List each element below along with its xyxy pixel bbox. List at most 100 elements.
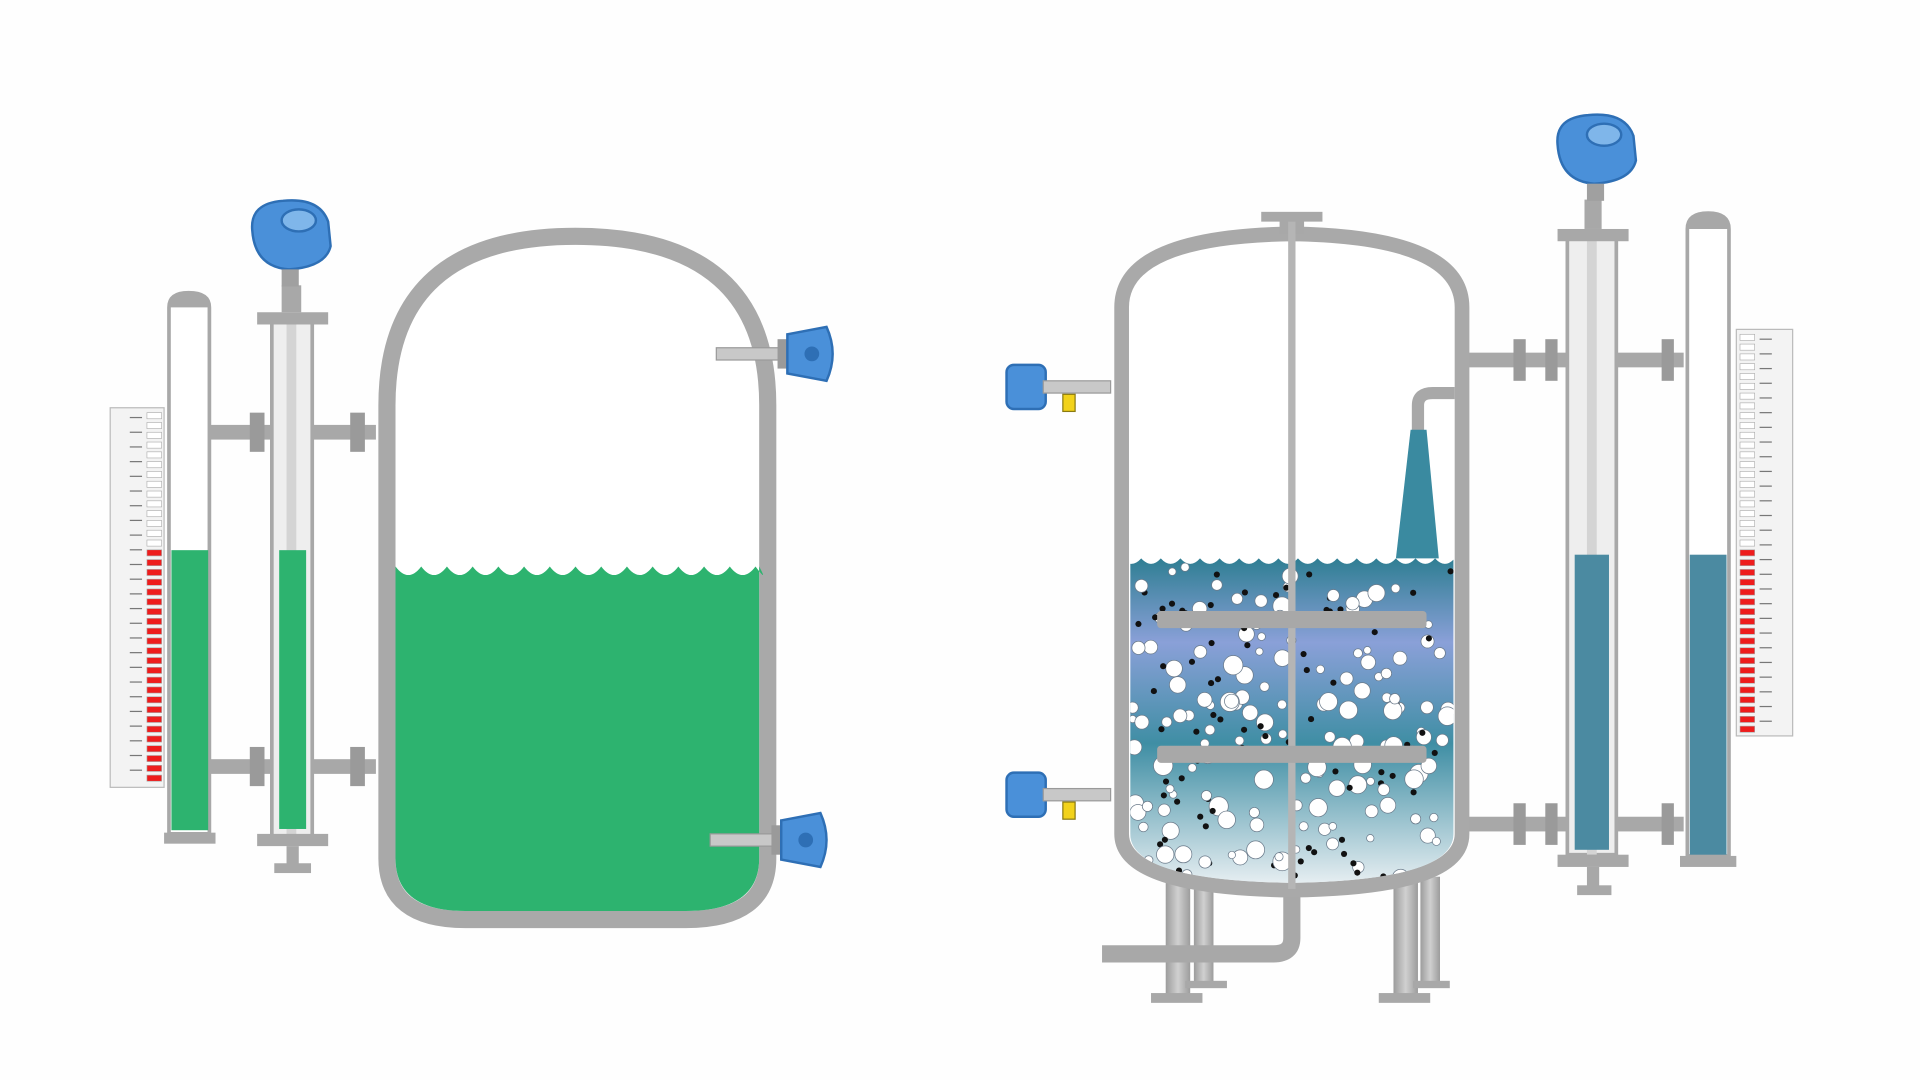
bubble bbox=[1420, 700, 1434, 715]
bubble bbox=[1410, 589, 1417, 596]
bubble bbox=[1227, 850, 1236, 860]
bubble bbox=[1354, 869, 1361, 876]
bubble bbox=[1259, 681, 1270, 692]
bubble bbox=[1242, 704, 1259, 721]
bubble bbox=[1339, 700, 1358, 720]
bubble bbox=[1160, 663, 1167, 670]
bubble bbox=[1198, 855, 1212, 869]
bubble bbox=[1447, 568, 1454, 575]
bubble bbox=[1157, 803, 1171, 817]
bubble bbox=[1211, 579, 1223, 591]
flap bbox=[1739, 716, 1756, 723]
flap bbox=[146, 539, 162, 547]
bubble bbox=[1298, 821, 1309, 832]
bubble bbox=[1392, 650, 1408, 666]
bubble bbox=[1180, 562, 1190, 572]
flap bbox=[146, 735, 162, 743]
bubble bbox=[1383, 701, 1403, 721]
flap bbox=[1739, 578, 1756, 586]
flap bbox=[1739, 353, 1756, 361]
bubble bbox=[1300, 650, 1307, 658]
flap bbox=[1739, 431, 1756, 439]
bubble bbox=[1138, 821, 1149, 833]
flap bbox=[146, 559, 162, 567]
bubble bbox=[1174, 798, 1181, 805]
bubble bbox=[1130, 739, 1143, 756]
bubble bbox=[1135, 620, 1142, 628]
flap bbox=[146, 569, 162, 576]
bubble bbox=[1364, 804, 1379, 819]
bubble bbox=[1377, 783, 1390, 796]
bubble bbox=[1241, 589, 1248, 596]
pressure-transmitter-bottom bbox=[1005, 771, 1112, 821]
bubble bbox=[1273, 649, 1292, 667]
bubble bbox=[1328, 822, 1337, 831]
flap bbox=[1739, 333, 1756, 341]
bubble bbox=[1217, 716, 1224, 723]
bubble bbox=[1213, 571, 1220, 578]
left-tank-liquid bbox=[395, 566, 764, 912]
bubble bbox=[1379, 797, 1397, 814]
bubble bbox=[1337, 606, 1344, 613]
bubble bbox=[1210, 711, 1217, 719]
bubble bbox=[1168, 567, 1177, 576]
flap bbox=[146, 627, 162, 635]
bubble bbox=[1419, 827, 1436, 844]
bubble bbox=[1193, 728, 1200, 735]
bubble bbox=[1272, 592, 1280, 599]
flap bbox=[1739, 598, 1756, 606]
flap bbox=[146, 774, 162, 782]
bubble bbox=[1234, 735, 1245, 746]
bubble bbox=[1324, 731, 1336, 743]
flap bbox=[146, 608, 162, 615]
flap bbox=[146, 696, 162, 704]
bubble bbox=[1130, 804, 1147, 821]
bubble bbox=[1274, 852, 1284, 862]
bubble bbox=[1429, 812, 1439, 823]
agitator-icon bbox=[1157, 221, 1427, 889]
flap bbox=[146, 657, 162, 664]
bubble bbox=[1241, 726, 1248, 733]
bubble bbox=[1257, 632, 1266, 641]
flap bbox=[146, 529, 162, 537]
bubble bbox=[1187, 763, 1197, 773]
bubble bbox=[1200, 790, 1212, 802]
left-gauge-liquid bbox=[171, 550, 209, 831]
flap bbox=[146, 588, 162, 596]
bubble bbox=[1249, 817, 1265, 833]
bubble bbox=[1204, 724, 1216, 736]
bubble bbox=[1158, 726, 1165, 733]
flap bbox=[1739, 627, 1756, 635]
bubble bbox=[1209, 807, 1216, 814]
bubble bbox=[1305, 844, 1312, 852]
bubble bbox=[1214, 676, 1222, 683]
bubble bbox=[1255, 647, 1264, 656]
flap bbox=[1739, 392, 1756, 400]
flap bbox=[146, 667, 162, 674]
pressure-transmitter-top bbox=[1005, 363, 1112, 413]
bubble bbox=[1410, 813, 1422, 825]
bubble bbox=[1435, 733, 1449, 747]
bubble bbox=[1193, 645, 1208, 659]
bubble bbox=[1332, 768, 1339, 775]
bubble bbox=[1277, 699, 1287, 710]
flap bbox=[146, 755, 162, 762]
bubble bbox=[1188, 658, 1196, 665]
bubble bbox=[1371, 629, 1378, 636]
bubble bbox=[1208, 680, 1215, 687]
bubble bbox=[1380, 667, 1392, 680]
bubble bbox=[1196, 692, 1213, 708]
flap bbox=[146, 471, 162, 478]
bubble bbox=[1326, 837, 1339, 851]
flap bbox=[1739, 500, 1756, 508]
bubble bbox=[1327, 589, 1340, 602]
flap bbox=[146, 647, 162, 655]
bubble bbox=[1328, 779, 1346, 797]
flap bbox=[1739, 480, 1756, 488]
bubble bbox=[1174, 845, 1193, 864]
left-tank-system bbox=[109, 199, 834, 929]
flap bbox=[146, 745, 162, 753]
bubble bbox=[1178, 775, 1185, 782]
bubble bbox=[1390, 583, 1401, 594]
bubble bbox=[1257, 723, 1264, 730]
